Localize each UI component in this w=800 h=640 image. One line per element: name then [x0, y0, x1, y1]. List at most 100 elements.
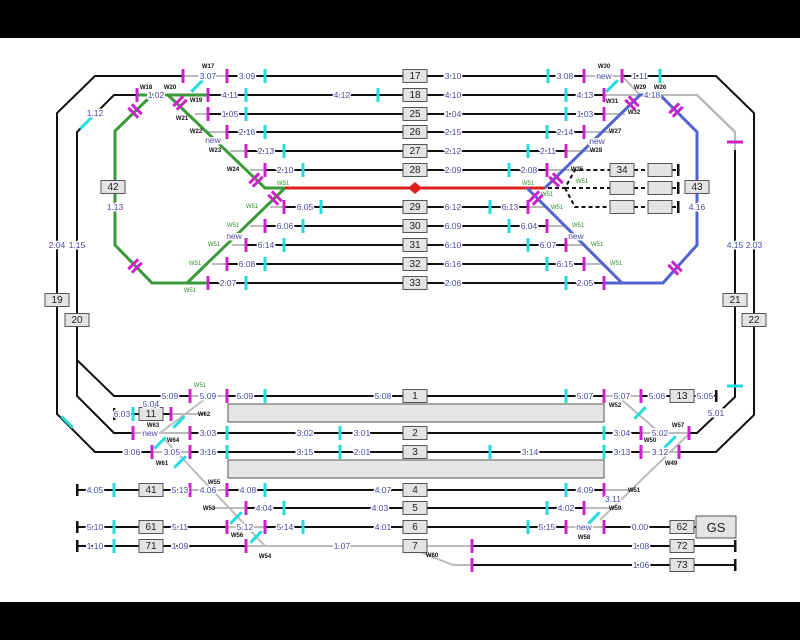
signal-icon[interactable] — [263, 219, 267, 233]
signal-icon[interactable] — [188, 426, 192, 440]
signal-icon[interactable] — [225, 257, 229, 271]
track-box[interactable] — [669, 558, 695, 572]
switch-signal-icon[interactable] — [267, 190, 283, 206]
signal-icon[interactable] — [188, 389, 192, 403]
signal-icon[interactable] — [602, 107, 606, 121]
track-box[interactable] — [402, 539, 428, 553]
switch-signal-icon[interactable] — [127, 103, 143, 119]
empty-track-box[interactable] — [647, 181, 673, 195]
track-1-line[interactable] — [76, 359, 716, 397]
signal-icon[interactable] — [687, 426, 691, 440]
track-box[interactable] — [402, 426, 428, 440]
track-box[interactable] — [138, 539, 164, 553]
signal-icon[interactable] — [582, 125, 586, 139]
signal-icon[interactable] — [639, 426, 643, 440]
signal-icon[interactable] — [677, 445, 681, 459]
switch-signal-icon[interactable] — [172, 95, 188, 111]
switch-signal-icon[interactable] — [624, 95, 640, 111]
track-box[interactable] — [402, 501, 428, 515]
outer-loop-track[interactable] — [56, 75, 755, 453]
signal-icon[interactable] — [582, 69, 586, 83]
track-box[interactable] — [402, 520, 428, 534]
signal-icon[interactable] — [639, 445, 643, 459]
signal-icon[interactable] — [169, 407, 173, 421]
signal-icon[interactable] — [620, 69, 624, 83]
track-box[interactable] — [138, 483, 164, 497]
signal-icon[interactable] — [206, 276, 210, 290]
signal-icon[interactable] — [135, 88, 139, 102]
signal-icon[interactable] — [526, 200, 530, 214]
signal-icon[interactable] — [602, 276, 606, 290]
green-route[interactable] — [113, 93, 287, 285]
signal-icon[interactable] — [639, 389, 643, 403]
signal-icon[interactable] — [244, 144, 248, 158]
signal-icon[interactable] — [225, 125, 229, 139]
signal-icon[interactable] — [225, 520, 229, 534]
signal-icon[interactable] — [131, 426, 135, 440]
switch-signal-icon[interactable] — [248, 172, 264, 188]
empty-track-box[interactable] — [609, 200, 635, 214]
track-box[interactable] — [402, 107, 428, 121]
switch-signal-icon[interactable] — [668, 102, 684, 118]
signal-icon[interactable] — [602, 88, 606, 102]
track-box[interactable] — [402, 238, 428, 252]
blue-route[interactable] — [525, 93, 699, 285]
track-box[interactable] — [402, 483, 428, 497]
track-box[interactable] — [402, 219, 428, 233]
signal-icon[interactable] — [582, 257, 586, 271]
signal-icon[interactable] — [602, 483, 606, 497]
track-box[interactable] — [138, 407, 164, 421]
empty-track-box[interactable] — [647, 200, 673, 214]
switch-signal-icon[interactable] — [548, 172, 564, 188]
track-box[interactable] — [669, 520, 695, 534]
signal-icon[interactable] — [470, 558, 474, 572]
track-box[interactable] — [741, 313, 767, 327]
signal-icon[interactable] — [244, 238, 248, 252]
signal-icon[interactable] — [545, 219, 549, 233]
signal-icon[interactable] — [564, 144, 568, 158]
signal-icon[interactable] — [545, 163, 549, 177]
signal-icon[interactable] — [225, 69, 229, 83]
track-box[interactable] — [402, 200, 428, 214]
signal-icon[interactable] — [564, 238, 568, 252]
signal-icon[interactable] — [150, 445, 154, 459]
track-box[interactable] — [402, 144, 428, 158]
signal-icon[interactable] — [727, 140, 743, 144]
track-box[interactable] — [695, 515, 737, 539]
track-box[interactable] — [402, 445, 428, 459]
signal-icon[interactable] — [602, 520, 606, 534]
track-box[interactable] — [669, 389, 695, 403]
track-box[interactable] — [100, 180, 126, 194]
signal-icon[interactable] — [564, 520, 568, 534]
signal-icon[interactable] — [188, 483, 192, 497]
signal-icon[interactable] — [263, 520, 267, 534]
track-box[interactable] — [402, 163, 428, 177]
track-box[interactable] — [64, 313, 90, 327]
empty-track-box[interactable] — [647, 163, 673, 177]
track-box[interactable] — [402, 69, 428, 83]
switch-signal-icon[interactable] — [528, 190, 544, 206]
signal-icon[interactable] — [206, 88, 210, 102]
signal-icon[interactable] — [244, 501, 248, 515]
track-box[interactable] — [402, 389, 428, 403]
track-box[interactable] — [402, 276, 428, 290]
signal-icon[interactable] — [582, 501, 586, 515]
signal-icon[interactable] — [282, 200, 286, 214]
signal-icon[interactable] — [602, 389, 606, 403]
empty-track-box[interactable] — [609, 181, 635, 195]
track-box[interactable] — [402, 88, 428, 102]
track-box[interactable] — [609, 163, 635, 177]
signal-icon[interactable] — [470, 539, 474, 553]
signal-icon[interactable] — [225, 389, 229, 403]
signal-icon[interactable] — [206, 107, 210, 121]
signal-icon[interactable] — [263, 163, 267, 177]
signal-icon[interactable] — [244, 539, 248, 553]
switch-signal-icon[interactable] — [127, 258, 143, 274]
track-box[interactable] — [684, 180, 710, 194]
switch-signal-icon[interactable] — [667, 260, 683, 276]
track-box[interactable] — [402, 125, 428, 139]
track-box[interactable] — [722, 293, 748, 307]
signal-icon[interactable] — [188, 445, 192, 459]
signal-icon[interactable] — [181, 69, 185, 83]
track-box[interactable] — [138, 520, 164, 534]
